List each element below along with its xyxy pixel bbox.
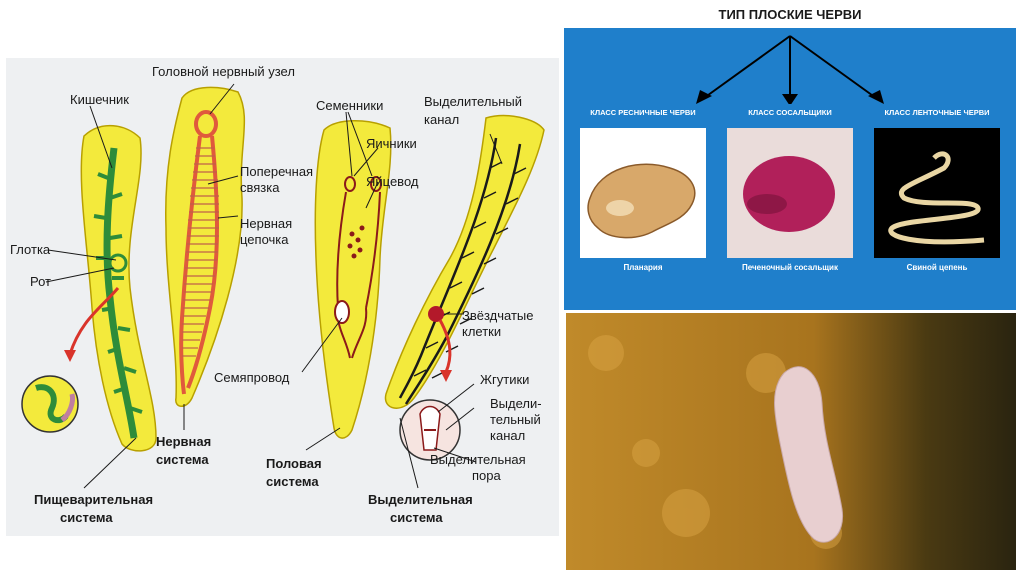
class-label-ciliated: КЛАСС РЕСНИЧНЫЕ ЧЕРВИ [590,108,696,117]
poster-header [564,4,1016,28]
planarian-on-rock-photo [566,313,1016,570]
flatworm-types-poster: ТИП ПЛОСКИЕ ЧЕРВИ КЛАСС РЕСНИЧНЫЕ ЧЕРВИ … [564,4,1016,310]
label-star-cells-1: Звёздчатые [462,308,534,323]
pork-tapeworm-photo [874,128,1000,258]
label-inset-canal-2: тельный [490,412,541,427]
caption-planaria: Планария [623,263,663,272]
label-flagella: Жгутики [480,372,529,387]
label-head-ganglion: Головной нервный узел [152,64,295,79]
reproductive-worm [314,120,392,439]
caption-pork-tapeworm: Свиной цепень [906,263,968,272]
digestive-worm [21,124,157,452]
label-testes: Семенники [316,98,383,113]
label-star-cells-2: клетки [462,324,501,339]
label-nervous-2: система [156,452,209,467]
label-pharynx: Глотка [10,242,51,257]
caption-liver-fluke: Печеночный сосальщик [742,263,838,272]
label-reproductive-1: Половая [266,456,322,471]
flatworm-systems-diagram: Головной нервный узел Кишечник Глотка Ро… [6,58,559,536]
label-ovaries: Яичники [366,136,417,151]
label-excretory-canal-1: Выделительный [424,94,522,109]
planaria-photo [580,128,706,258]
label-seminal-duct: Семяпровод [214,370,290,385]
label-inset-canal-3: канал [490,428,525,443]
label-reproductive-2: система [266,474,319,489]
poster-title: ТИП ПЛОСКИЕ ЧЕРВИ [718,7,862,22]
label-inset-canal-1: Выдели- [490,396,542,411]
class-label-tapeworms: КЛАСС ЛЕНТОЧНЫЕ ЧЕРВИ [884,108,990,117]
label-oviduct: Яйцевод [366,174,419,189]
label-nervous-1: Нервная [156,434,211,449]
label-excretory-canal-2: канал [424,112,459,127]
leader-lines [45,83,503,489]
label-digestive-2: система [60,510,113,525]
label-excretory-1: Выделительная [368,492,473,507]
label-excretory-pore-1: Выделительная [430,452,526,467]
label-intestine: Кишечник [70,92,129,107]
liver-fluke-photo [727,128,853,258]
nervous-worm [164,86,246,407]
label-nerve-chain-1: Нервная [240,216,292,231]
label-nerve-chain-2: цепочка [240,232,289,247]
label-excretory-pore-2: пора [472,468,501,483]
label-transverse-1: Поперечная [240,164,313,179]
poster-arrows [696,35,884,104]
class-label-flukes: КЛАСС СОСАЛЬЩИКИ [748,108,832,117]
label-digestive-1: Пищеварительная [34,492,153,507]
label-mouth: Рот [30,274,51,289]
label-transverse-2: связка [240,180,280,195]
excretory-worm [384,114,545,461]
label-excretory-2: система [390,510,443,525]
